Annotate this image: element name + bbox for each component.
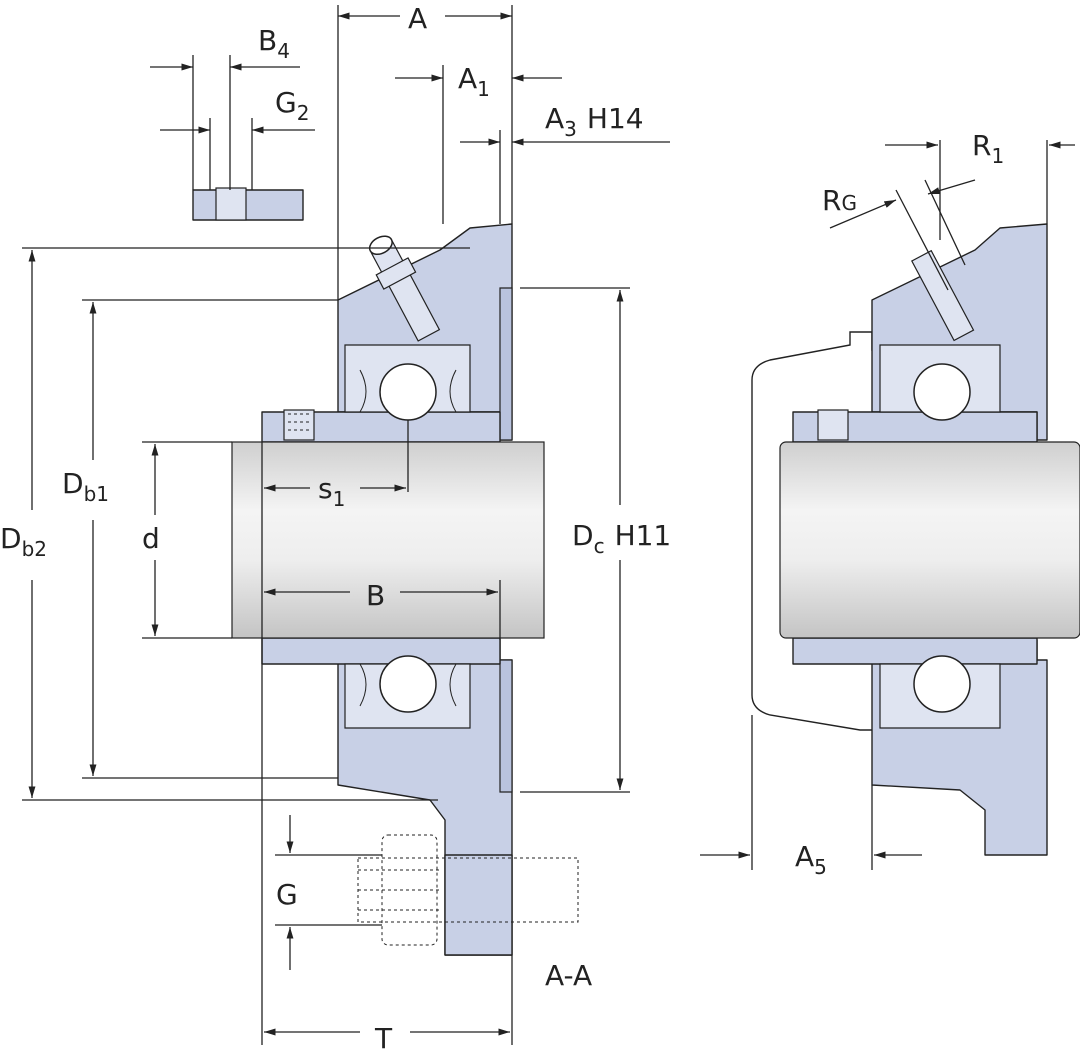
ball-bottom xyxy=(379,655,437,713)
set-screw-left xyxy=(283,409,315,441)
label-A1: A1 xyxy=(458,62,490,101)
label-T: T xyxy=(374,1022,393,1055)
label-Db2: Db2 xyxy=(0,522,47,561)
set-screw-detail-hole xyxy=(215,187,247,221)
label-d: d xyxy=(142,522,160,555)
label-G: G xyxy=(276,878,298,911)
right-covered-view xyxy=(700,140,1080,870)
grease-hole-right xyxy=(911,249,975,342)
ball-top xyxy=(379,363,437,421)
label-s1: s1 xyxy=(318,472,345,511)
inner-ring-right-bottom xyxy=(792,637,1038,665)
ball-right-top xyxy=(913,363,971,421)
seal-bottom xyxy=(359,663,457,707)
label-RG: RG xyxy=(822,184,857,217)
label-B4: B4 xyxy=(258,24,290,63)
set-screw-detail xyxy=(192,189,304,221)
set-screw-right xyxy=(817,409,849,441)
housing-collar-bottom xyxy=(499,659,513,793)
ball-right-bottom xyxy=(913,655,971,713)
left-section-view xyxy=(22,5,670,1045)
seal-top xyxy=(359,369,457,413)
shaft-left xyxy=(231,441,545,639)
inner-ring-bottom xyxy=(261,637,501,665)
housing-collar-top xyxy=(499,287,513,441)
label-section-AA: A-A xyxy=(545,959,592,992)
label-R1: R1 xyxy=(972,129,1004,168)
label-G2: G2 xyxy=(275,86,309,125)
label-Db1: Db1 xyxy=(62,467,109,506)
label-A5: A5 xyxy=(795,840,827,879)
shaft-right xyxy=(779,441,1080,639)
label-B: B xyxy=(366,579,385,612)
grease-nipple xyxy=(368,235,441,342)
bolt-flange-section xyxy=(444,854,513,956)
label-A: A xyxy=(408,2,427,35)
